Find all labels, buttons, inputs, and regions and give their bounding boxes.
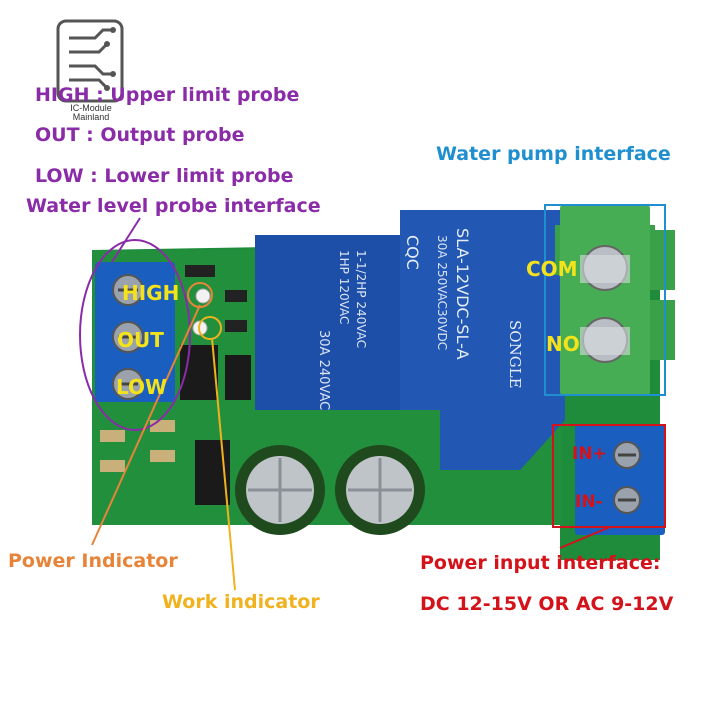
logo-text: IC-Module Mainland — [58, 103, 124, 123]
logo-line2: Mainland — [72, 112, 110, 123]
pump-outline — [544, 204, 666, 396]
terminal-low-label: LOW — [116, 375, 168, 399]
power-leader — [91, 304, 201, 546]
work-led-ring — [198, 316, 222, 340]
relay-rating-4: 30A 240VAC — [316, 330, 331, 411]
power-led — [195, 288, 211, 304]
terminal-high-label: HIGH — [122, 281, 180, 305]
relay-brand: SONGLE — [506, 320, 524, 389]
probe-leader — [111, 217, 141, 263]
com-label: COM — [526, 257, 578, 281]
relay-model: SLA-12VDC-SL-A — [453, 228, 472, 360]
out-legend: OUT : Output probe — [35, 124, 245, 146]
resistor — [185, 265, 215, 277]
relay-cqc: CQC — [403, 235, 422, 270]
pump-interface-label: Water pump interface — [436, 143, 671, 165]
in-minus-label: IN- — [575, 492, 603, 512]
logo-line1: IC-Module — [70, 103, 112, 113]
relay-rating-1: 30A 250VAC30VDC — [435, 235, 449, 351]
work-leader — [211, 337, 236, 591]
power-input-title: Power input interface: — [420, 552, 661, 574]
relay-rating-2: 1HP 120VAC — [337, 250, 351, 325]
terminal-out-label: OUT — [117, 328, 164, 352]
probe-outline — [79, 239, 191, 431]
probe-interface-label: Water level probe interface — [26, 195, 321, 217]
power-input-leader — [559, 526, 611, 549]
no-label: NO — [546, 332, 580, 356]
in-plus-label: IN+ — [572, 444, 607, 464]
low-legend: LOW : Lower limit probe — [35, 165, 294, 187]
power-terminal-block — [575, 425, 665, 535]
logo-icon — [56, 19, 124, 103]
high-legend: HIGH : Upper limit probe — [35, 84, 300, 106]
power-indicator-label: Power Indicator — [8, 550, 178, 572]
work-indicator-label: Work indicator — [162, 591, 320, 613]
power-input-spec: DC 12-15V OR AC 9-12V — [420, 593, 674, 615]
relay-rating-3: 1-1/2HP 240VAC — [354, 250, 368, 349]
pump-terminal-block — [560, 205, 650, 395]
